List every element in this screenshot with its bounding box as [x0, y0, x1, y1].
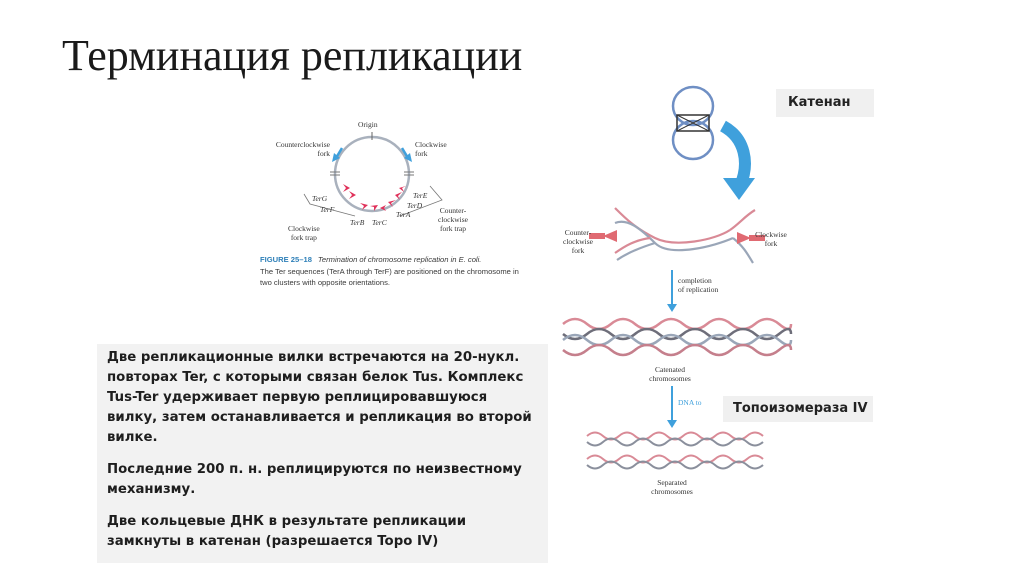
terB-label: TerB [350, 218, 365, 227]
topoisomerase-label: Топоизомераза IV [723, 396, 873, 422]
replication-figure-right [562, 85, 793, 470]
explanation-paragraph-1: Две репликационные вилки встречаются на … [107, 350, 532, 445]
completion-line1: completion [678, 276, 712, 285]
origin-label: Origin [358, 120, 378, 129]
separated-label: Separated chromosomes [640, 478, 704, 496]
ccw-fork-arrowhead [332, 153, 340, 162]
right-cw-line2: fork [764, 239, 778, 248]
figure-number: FIGURE 25–18 [260, 255, 312, 264]
cw-fork-red-arrow-shaft [749, 235, 765, 241]
cw-fork-label-line1: Clockwise [415, 140, 447, 149]
separated-chromosome-2 [586, 454, 764, 470]
figure-caption-title: Termination of chromosome replication in… [317, 255, 482, 264]
terF-label: TerF [320, 205, 335, 214]
big-blue-arrow [719, 120, 751, 189]
right-ccw-line3: fork [571, 246, 585, 255]
chromosome-circle-diagram [303, 132, 443, 217]
cw-fork-arrowhead [404, 153, 412, 162]
separated-chromosome-1 [586, 431, 764, 447]
down-arrowhead-2 [667, 420, 677, 428]
completion-line2: of replication [678, 285, 719, 294]
ccw-trap-line3: fork trap [439, 224, 467, 233]
separated-line1: Separated [657, 478, 687, 487]
ccw-trap-line1: Counter- [439, 206, 467, 215]
catenated-line1: Catenated [655, 365, 685, 374]
cw-trap-line1: Clockwise [288, 224, 320, 233]
right-cw-line1: Clockwise [755, 230, 787, 239]
fork-dna [614, 207, 756, 264]
ccw-fork-label-line2: fork [317, 149, 331, 158]
chromosome-circle [333, 135, 411, 213]
terG-label: TerG [312, 194, 328, 203]
explanation-paragraph-2: Последние 200 п. н. реплицируются по неи… [107, 462, 522, 497]
right-cw-fork-label: Clockwise fork [746, 230, 796, 248]
terD-label: TerD [407, 201, 423, 210]
ccw-fork-trap-bracket [399, 185, 443, 217]
terE-label: TerE [413, 191, 428, 200]
ccw-fork-trap-label: Counter- clockwise fork trap [438, 206, 468, 233]
completion-label: completion of replication [678, 276, 718, 294]
cw-fork-red-arrow [737, 232, 751, 244]
cw-fork-trap-bracket [303, 193, 356, 217]
cw-fork-trap-label: Clockwise fork trap [288, 224, 320, 242]
katenan-label: Катенан [776, 89, 874, 117]
separated-line2: chromosomes [651, 487, 693, 496]
catenated-line2: chromosomes [649, 374, 691, 383]
ccw-trap-line2: clockwise [438, 215, 468, 224]
figure-termination: Origin Counterclockwise fork Clockwise f… [250, 112, 520, 292]
figure-caption-body: The Ter sequences (TerA through TerF) ar… [260, 266, 519, 288]
ccw-fork-red-arrow-shaft [589, 233, 605, 239]
catenane-cross-2 [676, 114, 710, 132]
cw-fork-label-line2: fork [415, 149, 428, 158]
ter-right-cluster [380, 186, 406, 211]
terA-label: TerA [396, 210, 411, 219]
ccw-fork-label-line1: Counterclockwise [275, 140, 330, 149]
figure-caption: FIGURE 25–18 Termination of chromosome re… [260, 254, 525, 289]
terC-label: TerC [372, 218, 387, 227]
catenated-chromosomes [562, 317, 793, 357]
catenane-ring-top [671, 85, 715, 127]
right-ccw-line2: clockwise [563, 237, 593, 246]
explanation-paragraph-3: Две кольцевые ДНК в результате репликаци… [107, 514, 467, 549]
right-ccw-fork-label: Counter- clockwise fork [555, 228, 601, 255]
cw-fork-label: Clockwise fork [415, 140, 447, 158]
catenane-box [676, 114, 710, 132]
catenane-ring-bottom [671, 119, 715, 161]
cw-trap-line2: fork trap [290, 233, 317, 242]
down-arrowhead-1 [667, 304, 677, 312]
explanation-box: Две репликационные вилки встречаются на … [97, 344, 548, 563]
ccw-fork-red-arrow [603, 230, 617, 242]
ter-left-cluster [343, 184, 378, 211]
dna-topo-label: DNA to [678, 398, 702, 407]
right-ccw-line1: Counter- [564, 228, 592, 237]
ccw-fork-label: Counterclockwise fork [250, 140, 330, 158]
slide-title: Терминация репликации [62, 31, 523, 80]
catenated-label: Catenated chromosomes [638, 365, 702, 383]
big-blue-arrowhead [723, 178, 755, 200]
